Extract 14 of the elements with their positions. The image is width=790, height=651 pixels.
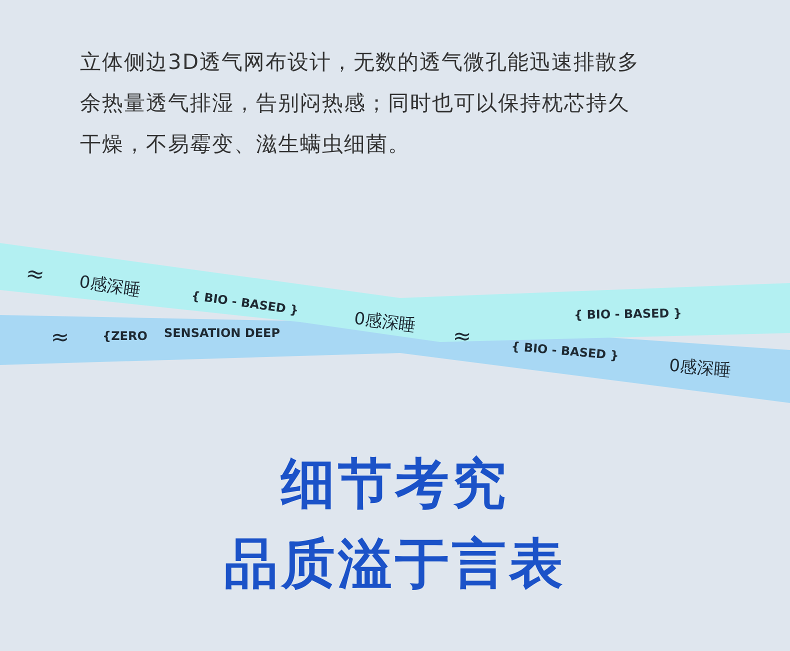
ribbon-text: {ZERO (102, 329, 148, 343)
ribbon-text: 0感深睡 (668, 354, 732, 382)
approx-symbol: ≈ (452, 324, 472, 350)
ribbon-text: { BIO - BASED } (574, 306, 682, 322)
ribbon-text: 0感深睡 (352, 308, 418, 338)
headline: 细节考究 (280, 451, 510, 517)
approx-symbol: ≈ (50, 326, 70, 350)
headline: 品质溢于言表 (223, 531, 567, 597)
ribbon-text: { BIO - BASED } (510, 339, 620, 363)
ribbon-text: 0感深睡 (78, 271, 142, 302)
description-paragraph: 立体侧边3D透气网布设计，无数的透气微孔能迅速排散多余热量透气排湿，告别闷热感；同时也可以保持枕芯持久干燥，不易霉变、滋生螨虫细菌。 (80, 49, 641, 158)
ribbon-text: { BIO - BASED } (190, 288, 300, 318)
approx-symbol: ≈ (24, 261, 46, 289)
ribbon-text: SENSATION DEEP (164, 326, 280, 340)
